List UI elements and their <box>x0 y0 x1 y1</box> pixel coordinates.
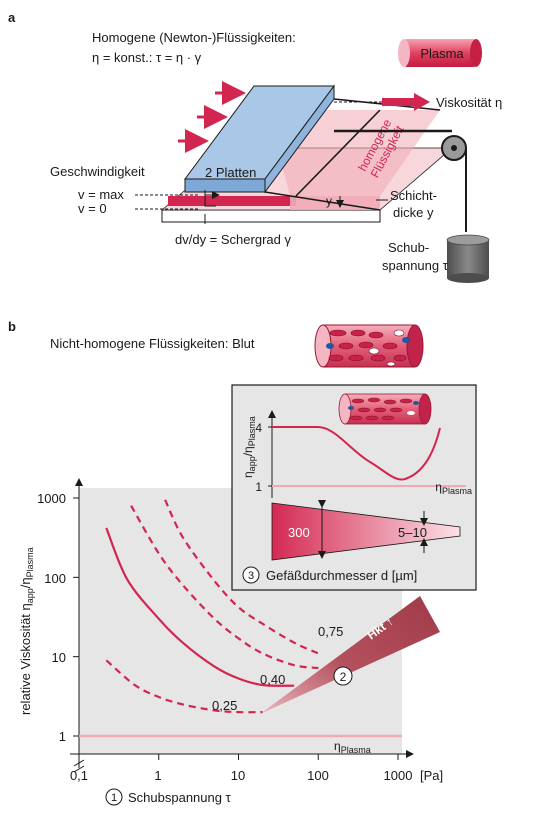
blood-vessel-icon <box>314 324 424 368</box>
marker-3-label: 3 <box>248 570 254 582</box>
y-tick-labels: 1 10 100 1000 <box>37 491 66 744</box>
curve-label-040: 0,40 <box>260 672 285 687</box>
x-tick-label: 1 <box>154 768 161 783</box>
x-tick-label: 100 <box>307 768 329 783</box>
inset-tick-1: 1 <box>255 480 262 494</box>
x-tick-label: 10 <box>231 768 245 783</box>
layer-label-2: dicke y <box>393 205 434 220</box>
pulley-icon <box>334 129 467 232</box>
x-tick-label: 1000 <box>384 768 413 783</box>
curve-label-075: 0,75 <box>318 624 343 639</box>
axis-ticks <box>73 497 399 760</box>
inset-x-title: Gefäßdurchmesser d [µm] <box>266 568 417 583</box>
x-unit-label: [Pa] <box>420 768 443 783</box>
viscosity-curve-1 <box>105 527 295 687</box>
x-tick-label: 0,1 <box>70 768 88 783</box>
plasma-baseline-label: ηPlasma <box>334 739 371 755</box>
panel-a-label: a <box>8 10 16 25</box>
stress-label-1: Schub- <box>388 240 429 255</box>
inset-viscosity-curve <box>272 426 441 481</box>
plates-label: 2 Platten <box>205 165 256 180</box>
y-tick-label: 1000 <box>37 491 66 506</box>
svg-text:1: 1 <box>111 792 117 804</box>
svg-text:2: 2 <box>340 670 347 684</box>
weight-icon <box>446 234 490 283</box>
marker-2: 2 <box>333 666 353 686</box>
layer-label-1: Schicht- <box>390 188 437 203</box>
marker-1: 1 <box>105 788 123 806</box>
y-tick-label: 1 <box>59 729 66 744</box>
diameter-small-label: 5–10 <box>398 525 427 540</box>
speed-label: Geschwindigkeit <box>50 164 145 179</box>
panel-b-title: Nicht-homogene Flüssigkeiten: Blut <box>50 336 255 351</box>
plasma-tube-icon: Plasma <box>398 39 482 67</box>
inset-y-title: ηapp/ηPlasma <box>241 416 257 478</box>
v-max-label: v = max <box>78 187 124 202</box>
plasma-label: Plasma <box>420 46 464 61</box>
x-tick-labels: 0,1 1 10 100 1000 <box>70 768 413 783</box>
marker-3 <box>242 566 260 584</box>
curve-label-025: 0,25 <box>212 698 237 713</box>
fluid-red-band <box>168 196 296 206</box>
viscosity-label: Viskosität η <box>436 95 502 110</box>
panel-b-label: b <box>8 319 16 334</box>
viscosity-curve-0 <box>105 659 263 714</box>
y-label: y <box>326 194 332 208</box>
viscosity-curve-2 <box>130 505 319 670</box>
motion-arrows <box>178 81 246 153</box>
y-axis-title: relative Viskosität ηapp/ηPlasma <box>18 547 35 715</box>
inset-panel: 4 1 ηapp/ηPlasma ηPlasma 300 5–10 3 Gefä… <box>231 384 477 591</box>
viscosity-arrow-icon <box>334 93 430 111</box>
top-plate <box>184 84 335 194</box>
main-axes <box>70 478 414 773</box>
small-vessel-icon <box>338 393 432 425</box>
panel-a-title: Homogene (Newton-)Flüssigkeiten: <box>92 30 296 45</box>
velocity-arrows <box>204 190 220 224</box>
shear-rate-label: dv/dy = Schergrad γ <box>175 232 291 247</box>
inset-tick-4: 4 <box>255 421 262 435</box>
v-zero-label: v = 0 <box>78 201 107 216</box>
diameter-large-label: 300 <box>288 525 310 540</box>
bottom-plate <box>161 209 381 223</box>
y-tick-label: 100 <box>44 571 66 586</box>
panel-a-formula: η = konst.: τ = η · γ <box>92 50 202 65</box>
x-axis-title: Schubspannung τ <box>128 790 232 805</box>
y-tick-label: 10 <box>52 650 66 665</box>
layer-thickness-marker <box>336 196 388 208</box>
viscosity-curve-3 <box>164 499 319 655</box>
viscosity-curves <box>105 499 319 714</box>
inset-plasma-label: ηPlasma <box>435 480 472 496</box>
stress-label-2: spannung τ <box>382 258 449 273</box>
